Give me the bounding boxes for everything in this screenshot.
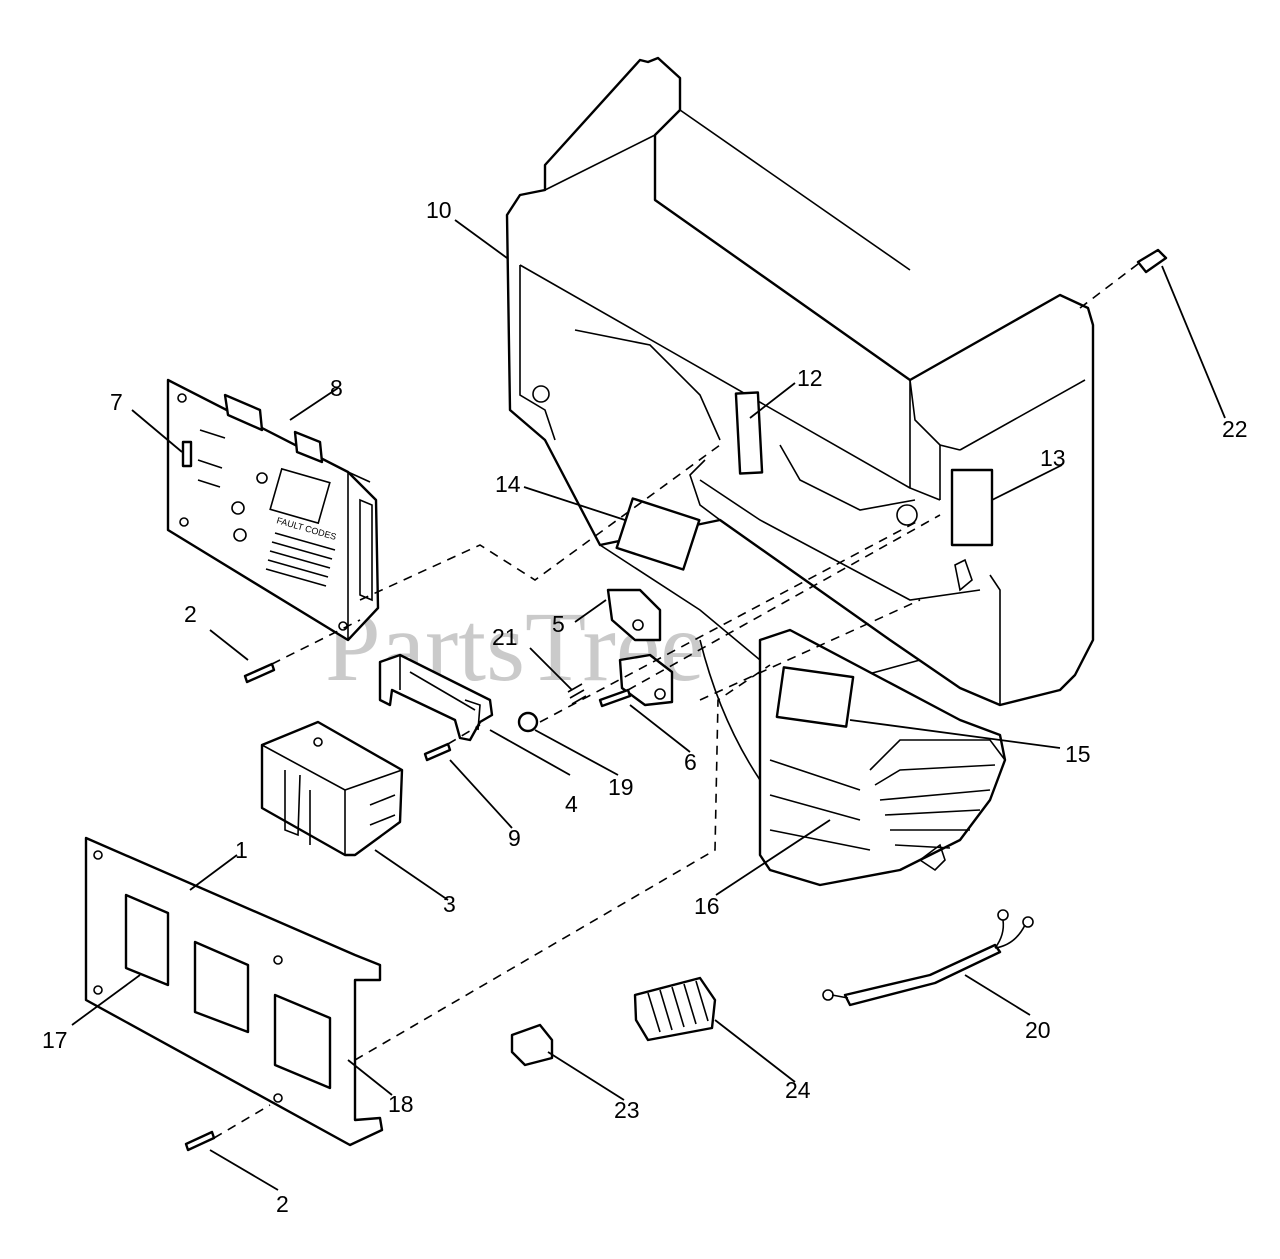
callout-16: 16 — [694, 893, 720, 919]
callout-9: 9 — [508, 825, 521, 851]
part-8-controller: FAULT CODES — [166, 378, 380, 642]
callout-21: 21 — [492, 624, 518, 650]
callouts: 1 2 2 3 4 5 6 7 8 9 10 12 13 14 15 16 17… — [42, 197, 1248, 1217]
callout-15: 15 — [1065, 741, 1091, 767]
callout-13: 13 — [1040, 445, 1066, 471]
callout-19: 19 — [608, 774, 634, 800]
part-19-21 — [517, 683, 587, 733]
part-20-harness — [822, 909, 1034, 1007]
callout-1: 1 — [235, 837, 248, 863]
callout-22: 22 — [1222, 416, 1248, 442]
part-23-connector — [510, 1023, 554, 1067]
part-4-bracket — [378, 653, 494, 742]
callout-10: 10 — [426, 197, 452, 223]
callout-8: 8 — [330, 375, 343, 401]
callout-18: 18 — [388, 1091, 414, 1117]
callout-2-upper: 2 — [184, 601, 197, 627]
part-7-switch — [181, 440, 193, 468]
part-3-breaker — [260, 720, 404, 857]
leader-lines — [71, 219, 1226, 1191]
screws — [184, 248, 1168, 1152]
part-24-terminal-block — [633, 976, 717, 1042]
callout-17: 17 — [42, 1027, 68, 1053]
callout-6: 6 — [684, 749, 697, 775]
callout-7: 7 — [110, 389, 123, 415]
part-16-shroud — [699, 628, 1007, 887]
callout-14: 14 — [495, 471, 521, 497]
assembly-lines — [213, 263, 1139, 1139]
callout-12: 12 — [797, 365, 823, 391]
part-1-front-plate — [84, 836, 384, 1147]
part-10-housing — [505, 56, 1095, 707]
callout-24: 24 — [785, 1077, 811, 1103]
callout-2-lower: 2 — [276, 1191, 289, 1217]
callout-3: 3 — [443, 891, 456, 917]
callout-5: 5 — [552, 611, 565, 637]
callout-4: 4 — [565, 791, 578, 817]
callout-23: 23 — [614, 1097, 640, 1123]
callout-20: 20 — [1025, 1017, 1051, 1043]
